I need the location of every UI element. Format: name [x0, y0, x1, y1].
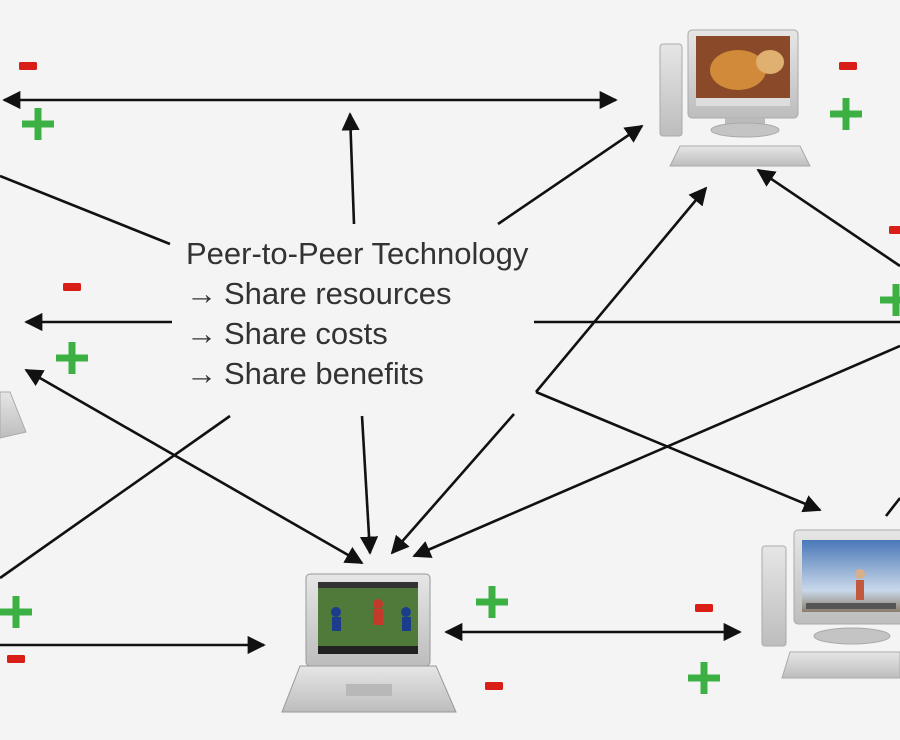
arrow-text-to-laptop	[359, 415, 379, 555]
plus-sign	[0, 596, 32, 628]
p2p-description: Peer-to-Peer Technology →Share resources…	[186, 234, 528, 394]
plus-sign	[22, 108, 54, 140]
line-right-edge-bottom	[884, 497, 900, 517]
bullet-share-costs: →Share costs	[186, 314, 528, 354]
line-text-to-bottom-left	[0, 414, 231, 580]
minus-sign	[839, 62, 857, 70]
plus-sign	[476, 586, 508, 618]
arrow-to-desktop-bottom	[535, 390, 822, 513]
desktop-computer-top-right	[659, 29, 811, 167]
minus-sign	[63, 283, 81, 291]
right-arrow-icon: →	[186, 316, 217, 351]
connection-arrows	[0, 90, 900, 655]
plus-sign	[688, 662, 720, 694]
arrow-to-desktop-top	[535, 186, 708, 393]
bullet-text: Share resources	[224, 276, 452, 311]
partial-computer-left-edge	[0, 391, 27, 439]
plus-minus-signs	[0, 62, 900, 694]
plus-sign	[56, 342, 88, 374]
laptop-computer-bottom	[281, 573, 457, 713]
minus-sign	[695, 604, 713, 612]
minus-sign	[889, 226, 900, 234]
desktop-computer-bottom-right	[761, 529, 900, 679]
minus-sign	[7, 655, 25, 663]
bullet-text: Share costs	[224, 316, 388, 351]
arrow-to-laptop-diagonal	[390, 413, 515, 555]
plus-sign	[830, 98, 862, 130]
bullet-share-benefits: →Share benefits	[186, 354, 528, 394]
line-left-to-text	[0, 174, 171, 246]
arrow-right-to-desktop-top	[756, 168, 900, 268]
arrow-text-to-top	[341, 112, 360, 225]
arrow-right-to-laptop	[412, 344, 900, 558]
video-thumbnail-performer	[802, 540, 900, 612]
arrow-left-laptop-double	[24, 368, 364, 565]
bullet-share-resources: →Share resources	[186, 274, 528, 314]
minus-sign	[19, 62, 37, 70]
right-arrow-icon: →	[186, 356, 217, 391]
arrow-text-to-desktop-top	[497, 124, 644, 226]
p2p-title: Peer-to-Peer Technology	[186, 236, 529, 271]
bullet-text: Share benefits	[224, 356, 424, 391]
minus-sign	[485, 682, 503, 690]
plus-sign	[880, 284, 900, 316]
right-arrow-icon: →	[186, 276, 217, 311]
